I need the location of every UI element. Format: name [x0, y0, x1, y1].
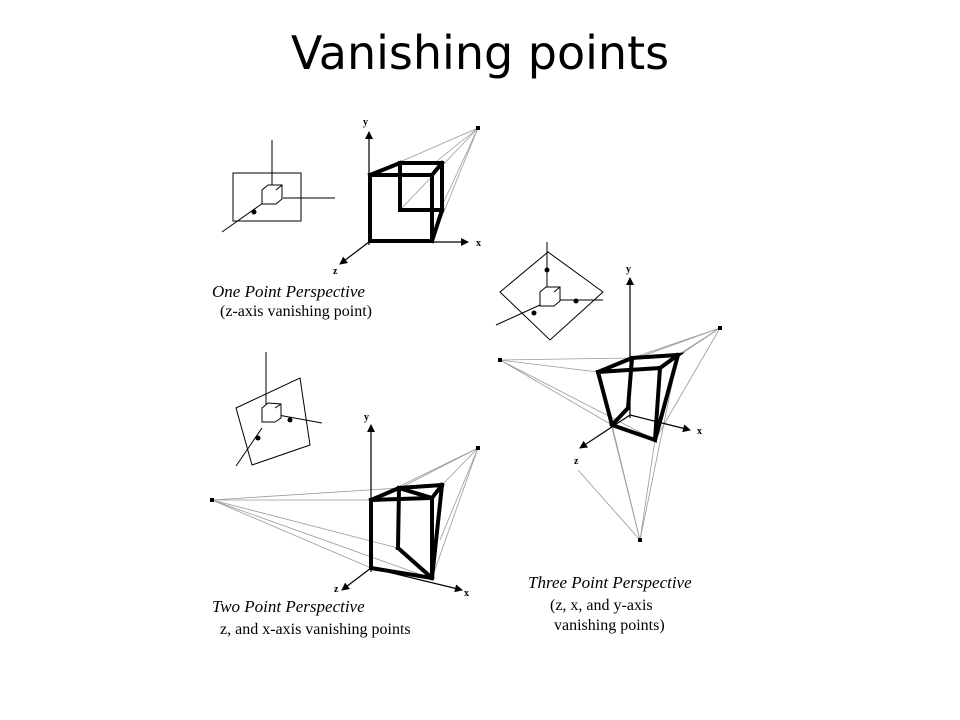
- two-point-inset: [235, 352, 323, 467]
- two-point-x-label: x: [464, 588, 469, 599]
- three-point-vanishing-point-z: [498, 358, 502, 362]
- three-point-z-axis: [579, 414, 631, 449]
- one-point-z-axis: [339, 241, 370, 265]
- two-point-cube: [368, 482, 445, 581]
- one-point-caption-subtitle: (z-axis vanishing point): [220, 303, 372, 320]
- one-point-caption-title: One Point Perspective: [212, 282, 365, 301]
- three-point-caption-subtitle-line1: (z, x, and y-axis: [550, 597, 653, 614]
- one-point-inset: [221, 140, 335, 233]
- one-point-projection-lines: [369, 126, 480, 242]
- three-point-projection-lines: [498, 326, 722, 542]
- one-point-vanishing-point: [476, 126, 480, 130]
- two-point-panel: y x z Two Point Perspective z, and x-axi…: [210, 352, 480, 638]
- two-point-vanishing-point-left: [210, 498, 214, 502]
- two-point-vanishing-point-right: [476, 446, 480, 450]
- two-point-projection-lines: [210, 446, 480, 579]
- three-point-x-label: x: [697, 426, 702, 437]
- two-point-caption-title: Two Point Perspective: [212, 597, 365, 616]
- three-point-cube: [595, 352, 685, 443]
- three-point-vanishing-point-y: [638, 538, 642, 542]
- two-point-z-axis: [341, 567, 372, 591]
- slide-title: Vanishing points: [290, 26, 670, 80]
- one-point-y-label: y: [363, 117, 368, 128]
- one-point-x-label: x: [476, 238, 481, 249]
- three-point-z-label: z: [574, 456, 579, 467]
- two-point-z-label: z: [334, 584, 339, 595]
- three-point-vanishing-point-x: [718, 326, 722, 330]
- three-point-y-label: y: [626, 264, 631, 275]
- three-point-panel: y x z Three Point Perspective (z, x, and…: [495, 242, 722, 634]
- three-point-inset: [495, 242, 604, 341]
- three-point-caption-title: Three Point Perspective: [528, 573, 692, 592]
- two-point-caption-subtitle: z, and x-axis vanishing points: [220, 621, 411, 638]
- one-point-cube: [367, 160, 445, 244]
- two-point-y-label: y: [364, 412, 369, 423]
- one-point-z-label: z: [333, 266, 338, 277]
- three-point-caption-subtitle-line2: vanishing points): [554, 617, 665, 634]
- one-point-panel: y x z One Point Perspective (z-axis vani…: [212, 117, 481, 320]
